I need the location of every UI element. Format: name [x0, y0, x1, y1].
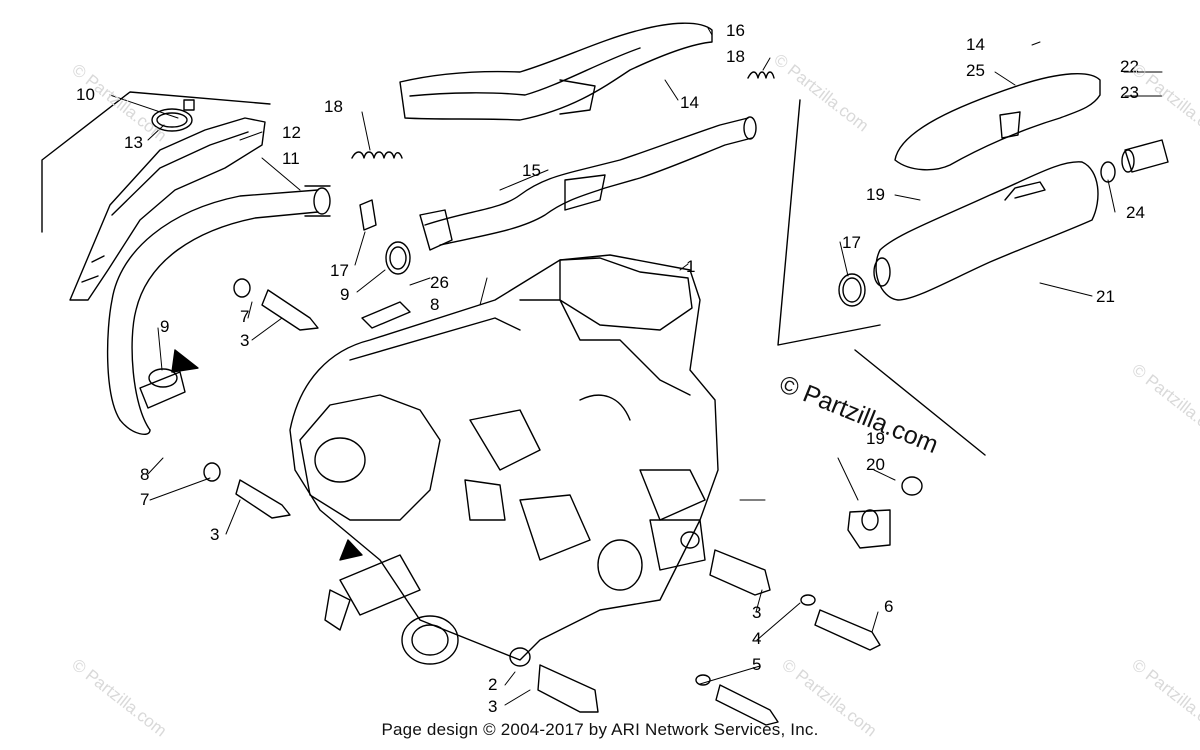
callout-11: 11 [282, 149, 300, 168]
spark-arrestor [1100, 139, 1169, 183]
callout-2: 2 [488, 675, 497, 694]
callout-24: 24 [1126, 203, 1145, 222]
group-outline [777, 99, 986, 456]
decal [361, 301, 411, 329]
callout-25: 25 [966, 61, 985, 80]
callout-8: 8 [140, 465, 149, 484]
callout-3: 3 [240, 331, 249, 350]
callout-13: 13 [124, 133, 143, 152]
callout-3: 3 [210, 525, 219, 544]
arrow-icon [171, 349, 199, 373]
callout-9: 9 [160, 317, 169, 336]
callout-4: 4 [752, 629, 761, 648]
engine-mount [509, 647, 599, 713]
callout-15: 15 [522, 161, 541, 180]
gasket [385, 241, 411, 275]
callout-9: 9 [340, 285, 349, 304]
callout-8: 8 [430, 295, 439, 314]
footer-copyright: Page design © 2004-2017 by ARI Network S… [381, 720, 819, 739]
flange [139, 371, 186, 409]
callout-19: 19 [866, 429, 885, 448]
heat-shield-upper [399, 22, 713, 121]
muffler [842, 161, 1099, 303]
callout-21: 21 [1096, 287, 1115, 306]
bolt [800, 594, 881, 651]
muffler-shield [894, 72, 1101, 171]
callout-18: 18 [726, 47, 745, 66]
engine-mount [680, 531, 771, 596]
callout-14: 14 [966, 35, 985, 54]
spring [747, 71, 775, 79]
callout-3: 3 [488, 697, 497, 716]
callout-23: 23 [1120, 83, 1139, 102]
callout-7: 7 [140, 490, 149, 509]
callout-labels: 1 2 3 3 3 3 4 5 6 7 7 8 8 9 9 10 11 12 1… [76, 21, 1145, 716]
callout-5: 5 [752, 655, 761, 674]
engine-mount [203, 462, 291, 519]
gasket-inner [389, 246, 407, 270]
callout-6: 6 [884, 597, 893, 616]
arrow-icon [339, 539, 363, 561]
callout-7: 7 [240, 307, 249, 326]
gasket [838, 273, 866, 307]
callout-12: 12 [282, 123, 301, 142]
exhaust-pipe-rear [419, 116, 757, 251]
engine-assembly [289, 254, 719, 665]
exhaust-pipe-front [106, 185, 331, 436]
leader-10 [41, 91, 271, 233]
callout-16: 16 [726, 21, 745, 40]
sleeve [359, 199, 377, 231]
spring [351, 151, 403, 159]
engine-mount [233, 278, 319, 331]
callout-19: 19 [866, 185, 885, 204]
callout-17: 17 [330, 261, 349, 280]
callout-26: 26 [430, 273, 449, 292]
callout-3: 3 [752, 603, 761, 622]
leader-lines [109, 27, 1163, 706]
heat-shield-left [69, 117, 266, 301]
callout-1: 1 [686, 257, 695, 276]
clamp [151, 99, 195, 132]
callout-14: 14 [680, 93, 699, 112]
bracket [847, 476, 923, 549]
gasket [148, 368, 178, 388]
bolt [695, 674, 779, 726]
callout-22: 22 [1120, 57, 1139, 76]
callout-20: 20 [866, 455, 885, 474]
callout-10: 10 [76, 85, 95, 104]
callout-18: 18 [324, 97, 343, 116]
callout-17: 17 [842, 233, 861, 252]
